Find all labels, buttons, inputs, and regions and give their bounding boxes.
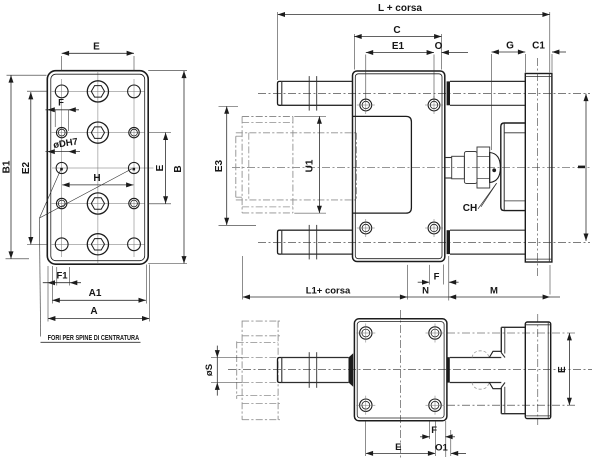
svg-text:E: E bbox=[395, 442, 401, 453]
svg-text:L1+ corsa: L1+ corsa bbox=[306, 286, 351, 297]
svg-text:A1: A1 bbox=[89, 288, 102, 299]
svg-text:F1: F1 bbox=[56, 271, 68, 282]
svg-text:C: C bbox=[393, 25, 400, 36]
svg-text:O: O bbox=[435, 41, 443, 52]
svg-text:E: E bbox=[93, 42, 100, 53]
svg-text:CH: CH bbox=[463, 203, 477, 214]
svg-text:O1: O1 bbox=[435, 442, 448, 453]
svg-text:L + corsa: L + corsa bbox=[378, 3, 422, 14]
svg-text:FORI PER SPINE DI CENTRATURA: FORI PER SPINE DI CENTRATURA bbox=[48, 335, 140, 342]
svg-text:N: N bbox=[422, 285, 429, 296]
svg-text:B: B bbox=[173, 165, 184, 172]
svg-text:F: F bbox=[431, 425, 437, 436]
svg-text:øS: øS bbox=[204, 364, 215, 376]
svg-text:A: A bbox=[90, 306, 97, 317]
svg-text:U1: U1 bbox=[305, 159, 316, 172]
svg-text:øDH7: øDH7 bbox=[52, 136, 78, 151]
svg-text:C1: C1 bbox=[532, 41, 545, 52]
svg-text:F: F bbox=[434, 271, 440, 282]
svg-text:E: E bbox=[557, 366, 568, 373]
svg-text:G: G bbox=[506, 41, 514, 52]
svg-text:F: F bbox=[58, 98, 64, 109]
svg-text:M: M bbox=[490, 285, 498, 296]
svg-text:E2: E2 bbox=[21, 161, 32, 174]
svg-text:E3: E3 bbox=[214, 159, 225, 172]
svg-text:E: E bbox=[155, 164, 166, 171]
svg-text:B1: B1 bbox=[2, 160, 13, 173]
svg-text:H: H bbox=[93, 173, 100, 184]
svg-text:E1: E1 bbox=[392, 41, 405, 52]
